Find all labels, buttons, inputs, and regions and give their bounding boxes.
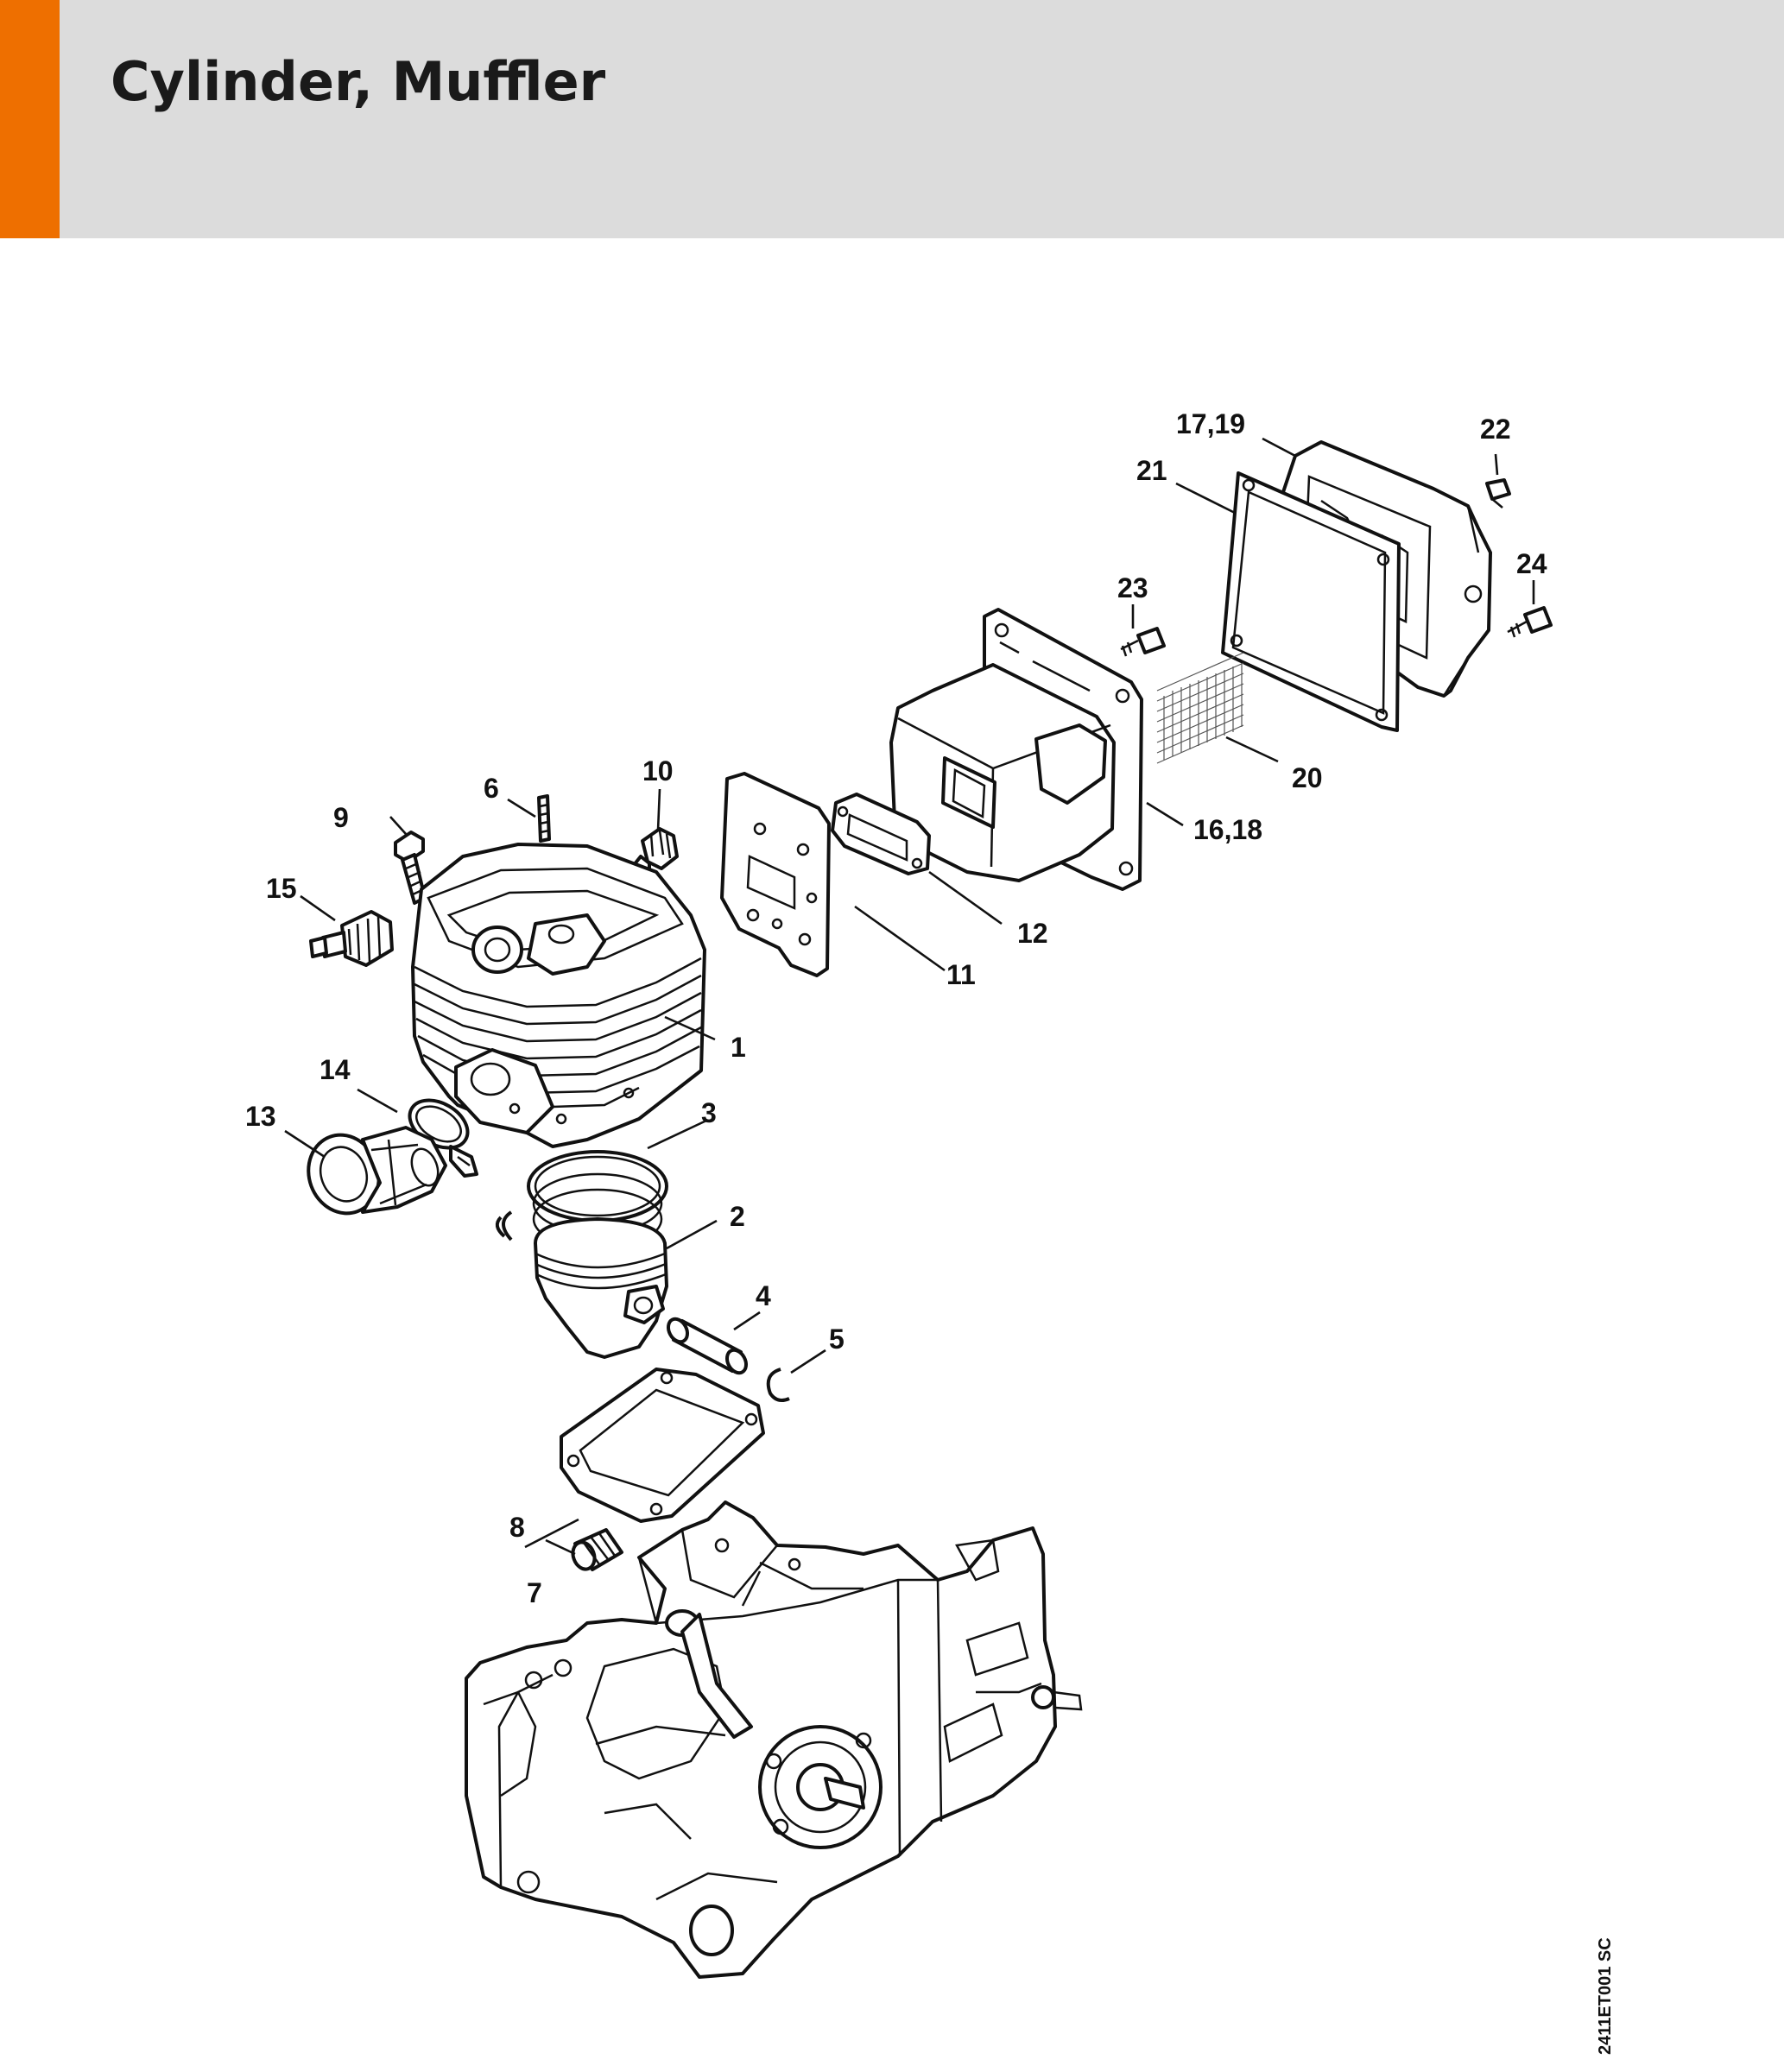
part-spark-plug (309, 910, 394, 967)
callout-13: 13 (245, 1101, 276, 1132)
part-piston (495, 1210, 668, 1359)
part-screw-23 (1120, 627, 1166, 657)
part-exhaust-gasket (831, 793, 931, 875)
callout-21: 21 (1136, 455, 1167, 486)
callout-22: 22 (1480, 414, 1511, 445)
part-spark-screen (1156, 652, 1244, 764)
callout-6: 6 (484, 773, 499, 804)
callout-14: 14 (319, 1054, 351, 1085)
part-intake-manifold (307, 1126, 447, 1216)
callout-5: 5 (829, 1323, 845, 1355)
part-crankcase (465, 1500, 1083, 1979)
part-needle-cage (571, 1528, 623, 1571)
callout-2: 2 (730, 1201, 745, 1232)
part-muffler-gasket (1221, 471, 1401, 732)
callout-24: 24 (1516, 548, 1547, 579)
part-cylinder-gasket (560, 1368, 765, 1523)
part-circlip (766, 1368, 790, 1402)
callout-15: 15 (266, 873, 297, 904)
callout-labels: 1 2 3 4 5 6 7 8 9 10 11 12 13 14 15 16,1… (245, 408, 1547, 1608)
callout-12: 12 (1017, 918, 1048, 949)
callout-3: 3 (701, 1097, 717, 1128)
callout-11: 11 (946, 959, 976, 990)
part-stud (537, 794, 551, 843)
part-cylinder (411, 843, 706, 1148)
callout-7: 7 (527, 1577, 542, 1608)
leader-lines (284, 437, 1535, 1556)
callout-4: 4 (756, 1280, 771, 1311)
part-screw-24 (1507, 606, 1553, 638)
drawing-code-text: 2411ET001 SC (1596, 1937, 1615, 2055)
callout-17-19: 17,19 (1176, 408, 1245, 439)
callout-16-18: 16,18 (1193, 814, 1262, 845)
drawing-code: 2411ET001 SC (1591, 1882, 1625, 2055)
callout-9: 9 (333, 802, 349, 833)
callout-1: 1 (731, 1032, 746, 1063)
part-screw-22 (1485, 478, 1511, 509)
accent-stripe (0, 0, 60, 238)
part-heat-shield-plate (720, 772, 831, 977)
part-piston-pin (666, 1317, 749, 1375)
callout-20: 20 (1292, 762, 1323, 793)
header-bar (0, 0, 1784, 238)
part-muffler-body (889, 608, 1143, 891)
callout-23: 23 (1117, 572, 1148, 603)
page-title: Cylinder, Muffler (111, 50, 606, 113)
callout-8: 8 (509, 1512, 525, 1543)
callout-10: 10 (642, 755, 674, 786)
